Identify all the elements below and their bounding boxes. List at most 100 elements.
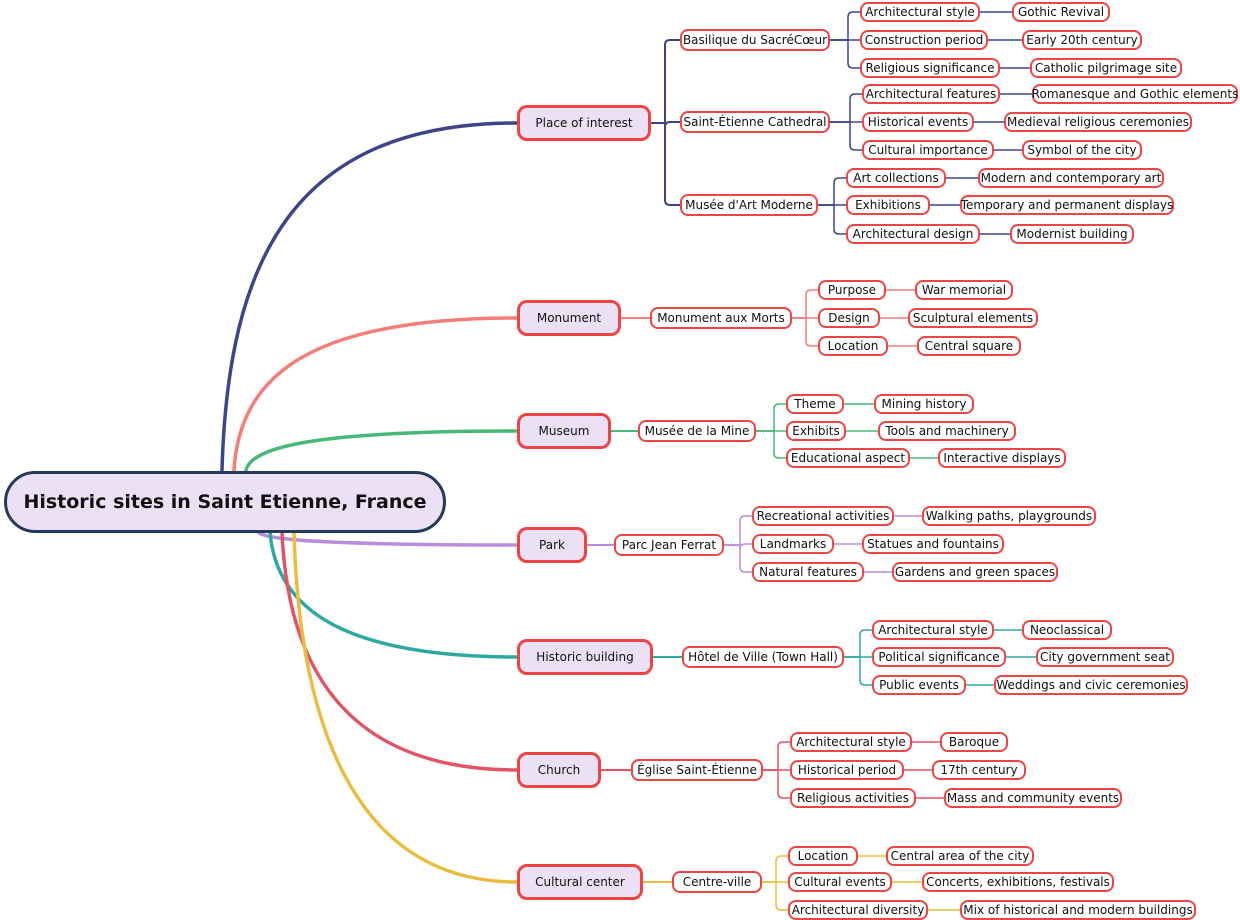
connector-root-park [256, 530, 519, 547]
root-node[interactable]: Historic sites in Saint Etienne, France [4, 471, 446, 533]
attribute-historical-period[interactable]: Historical period [790, 760, 904, 780]
value-city-government-seat[interactable]: City government seat [1036, 647, 1174, 667]
value-sculptural-elements[interactable]: Sculptural elements [908, 308, 1038, 328]
attribute-architectural-style[interactable]: Architectural style [860, 2, 980, 22]
topic-park[interactable]: Park [517, 527, 587, 563]
value-early-20th-century[interactable]: Early 20th century [1022, 30, 1142, 50]
topic-church[interactable]: Church [517, 752, 601, 788]
topic-place-of-interest[interactable]: Place of interest [517, 105, 651, 141]
attribute-art-collections[interactable]: Art collections [846, 168, 946, 188]
value-neoclassical[interactable]: Neoclassical [1022, 620, 1112, 640]
value-symbol-of-the-city[interactable]: Symbol of the city [1022, 140, 1142, 160]
subtopic-parc-jean-ferrat[interactable]: Parc Jean Ferrat [614, 534, 724, 556]
topic-museum[interactable]: Museum [517, 413, 611, 449]
value-baroque[interactable]: Baroque [940, 732, 1008, 752]
connector-natural-features [723, 544, 753, 573]
connector-architectural-diversity [761, 881, 789, 911]
attribute-exhibitions[interactable]: Exhibitions [846, 195, 930, 215]
connector-cultural-importance [829, 121, 863, 151]
attribute-cultural-events[interactable]: Cultural events [788, 872, 892, 892]
value-weddings-and-civic-ceremonies[interactable]: Weddings and civic ceremonies [994, 675, 1188, 695]
attribute-architectural-design[interactable]: Architectural design [846, 224, 980, 244]
attribute-theme[interactable]: Theme [786, 394, 844, 414]
value-concerts-exhibitions-festivals[interactable]: Concerts, exhibitions, festivals [922, 872, 1114, 892]
subtopic-saint-etienne-cathedral[interactable]: Saint-Étienne Cathedral [680, 111, 830, 133]
value-mix-of-historical-and-modern-buildings[interactable]: Mix of historical and modern buildings [960, 900, 1196, 920]
connector-root-cultural-center [292, 530, 519, 884]
attribute-architectural-features[interactable]: Architectural features [862, 84, 1000, 104]
connector-root-historic-building [268, 530, 519, 659]
value-17th-century[interactable]: 17th century [932, 760, 1026, 780]
connector-art-collections [817, 177, 847, 206]
value-interactive-displays[interactable]: Interactive displays [938, 448, 1066, 468]
subtopic-musee-de-la-mine[interactable]: Musée de la Mine [638, 420, 756, 442]
value-romanesque-and-gothic-elements[interactable]: Romanesque and Gothic elements [1032, 84, 1238, 104]
value-catholic-pilgrimage-site[interactable]: Catholic pilgrimage site [1030, 58, 1182, 78]
connector-architectural-style [843, 629, 873, 658]
topic-monument[interactable]: Monument [517, 300, 621, 336]
connector-architectural-design [817, 204, 847, 235]
connector-architectural-style [829, 11, 861, 41]
attribute-natural-features[interactable]: Natural features [752, 562, 864, 582]
subtopic-eglise-saint-etienne[interactable]: Église Saint-Étienne [631, 759, 763, 781]
attribute-political-significance[interactable]: Political significance [872, 647, 1006, 667]
attribute-educational-aspect[interactable]: Educational aspect [786, 448, 910, 468]
connector-location [791, 317, 819, 347]
value-tools-and-machinery[interactable]: Tools and machinery [878, 421, 1016, 441]
value-gothic-revival[interactable]: Gothic Revival [1012, 2, 1110, 22]
connector-recreational-activities [723, 515, 753, 546]
subtopic-musee-d-art-moderne[interactable]: Musée d'Art Moderne [680, 194, 818, 216]
value-gardens-and-green-spaces[interactable]: Gardens and green spaces [892, 562, 1058, 582]
connector-basilique-du-sacrec-ur [650, 39, 681, 124]
topic-historic-building[interactable]: Historic building [517, 639, 653, 675]
attribute-design[interactable]: Design [818, 308, 880, 328]
value-central-square[interactable]: Central square [917, 336, 1021, 356]
value-statues-and-fountains[interactable]: Statues and fountains [862, 534, 1004, 554]
value-central-area-of-the-city[interactable]: Central area of the city [886, 846, 1034, 866]
subtopic-monument-aux-morts[interactable]: Monument aux Morts [650, 307, 792, 329]
connector-root-museum [244, 429, 519, 472]
topic-cultural-center[interactable]: Cultural center [517, 864, 643, 900]
value-walking-paths-playgrounds[interactable]: Walking paths, playgrounds [922, 506, 1096, 526]
connector-religious-significance [829, 39, 861, 69]
connector-architectural-features [829, 93, 863, 123]
connector-architectural-style [762, 741, 791, 771]
connector-musee-d-art-moderne [650, 122, 681, 206]
attribute-architectural-diversity[interactable]: Architectural diversity [788, 900, 928, 920]
attribute-exhibits[interactable]: Exhibits [786, 421, 846, 441]
connector-public-events [843, 656, 873, 686]
value-temporary-and-permanent-displays[interactable]: Temporary and permanent displays [960, 195, 1174, 215]
value-modern-and-contemporary-art[interactable]: Modern and contemporary art [978, 168, 1164, 188]
attribute-cultural-importance[interactable]: Cultural importance [862, 140, 994, 160]
connector-location [761, 855, 789, 883]
subtopic-basilique-du-sacrec-ur[interactable]: Basilique du SacréCœur [680, 29, 830, 51]
attribute-location[interactable]: Location [818, 336, 888, 356]
connector-educational-aspect [755, 430, 787, 459]
subtopic-hotel-de-ville-town-hall[interactable]: Hôtel de Ville (Town Hall) [682, 646, 844, 668]
attribute-recreational-activities[interactable]: Recreational activities [752, 506, 894, 526]
value-mass-and-community-events[interactable]: Mass and community events [944, 788, 1122, 808]
attribute-construction-period[interactable]: Construction period [860, 30, 988, 50]
connector-root-monument [232, 316, 519, 472]
attribute-location[interactable]: Location [788, 846, 858, 866]
attribute-historical-events[interactable]: Historical events [862, 112, 974, 132]
connector-theme [755, 403, 787, 432]
value-war-memorial[interactable]: War memorial [915, 280, 1013, 300]
attribute-architectural-style[interactable]: Architectural style [872, 620, 994, 640]
value-modernist-building[interactable]: Modernist building [1010, 224, 1134, 244]
attribute-landmarks[interactable]: Landmarks [752, 534, 834, 554]
attribute-religious-significance[interactable]: Religious significance [860, 58, 1000, 78]
attribute-religious-activities[interactable]: Religious activities [790, 788, 916, 808]
connector-root-place-of-interest [220, 121, 519, 472]
value-medieval-religious-ceremonies[interactable]: Medieval religious ceremonies [1004, 112, 1192, 132]
value-mining-history[interactable]: Mining history [874, 394, 974, 414]
subtopic-centre-ville[interactable]: Centre-ville [672, 871, 762, 893]
attribute-architectural-style[interactable]: Architectural style [790, 732, 912, 752]
connector-religious-activities [762, 769, 791, 799]
connector-purpose [791, 289, 819, 319]
attribute-purpose[interactable]: Purpose [818, 280, 886, 300]
attribute-public-events[interactable]: Public events [872, 675, 966, 695]
connector-root-church [280, 530, 519, 772]
